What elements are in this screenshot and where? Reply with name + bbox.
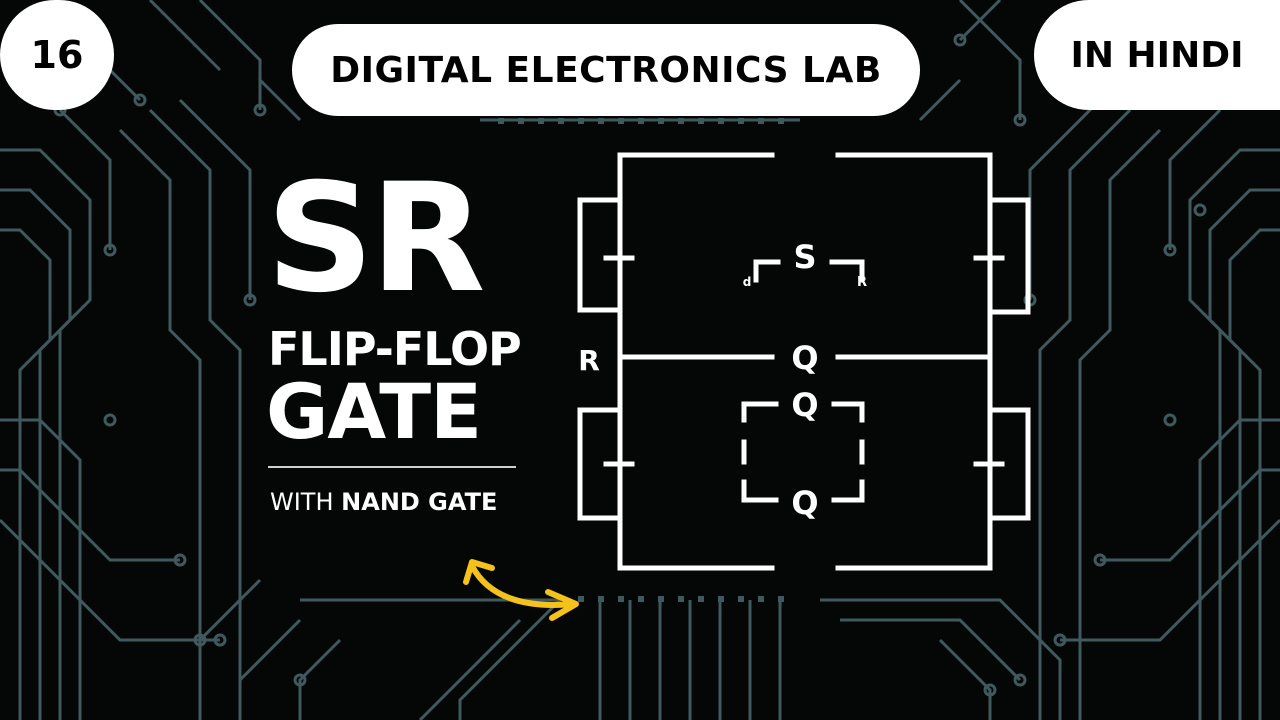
label-r: R — [578, 344, 600, 377]
label-q-top: Q — [791, 386, 818, 424]
label-q-bottom: Q — [791, 484, 818, 522]
q-box-bottom-left — [741, 479, 779, 503]
episode-number-badge: 16 — [0, 0, 114, 110]
left-lower-loop — [577, 407, 623, 521]
q-box-top-right — [831, 401, 865, 423]
subtitle-emphasis: NAND GATE — [341, 488, 498, 516]
q-box-bottom-right — [831, 479, 865, 503]
s-bracket-left — [753, 259, 781, 283]
subtitle-prefix: WITH — [270, 488, 342, 516]
headline-gate: GATE — [266, 367, 482, 456]
label-q-mid: Q — [791, 339, 818, 377]
subtitle-divider — [268, 466, 516, 468]
right-upper-loop — [987, 197, 1031, 315]
q-box-top-left — [741, 401, 779, 423]
language-badge: IN HINDI — [1034, 0, 1280, 110]
headline-sr: SR — [266, 152, 486, 326]
left-upper-loop — [577, 197, 623, 313]
s-bracket-right — [829, 259, 865, 283]
label-s: S — [793, 238, 816, 276]
circuit-frame-left — [617, 152, 775, 571]
right-lower-loop — [987, 407, 1031, 521]
curved-double-arrow-icon — [463, 559, 579, 621]
subtitle: WITH NAND GATE — [270, 488, 497, 516]
label-r-small: R — [857, 275, 867, 290]
headline-flip-flop: FLIP-FLOP — [268, 322, 522, 376]
channel-title: DIGITAL ELECTRONICS LAB — [292, 24, 920, 116]
circuit-frame-right — [835, 152, 993, 571]
label-small-left: d — [743, 275, 752, 289]
